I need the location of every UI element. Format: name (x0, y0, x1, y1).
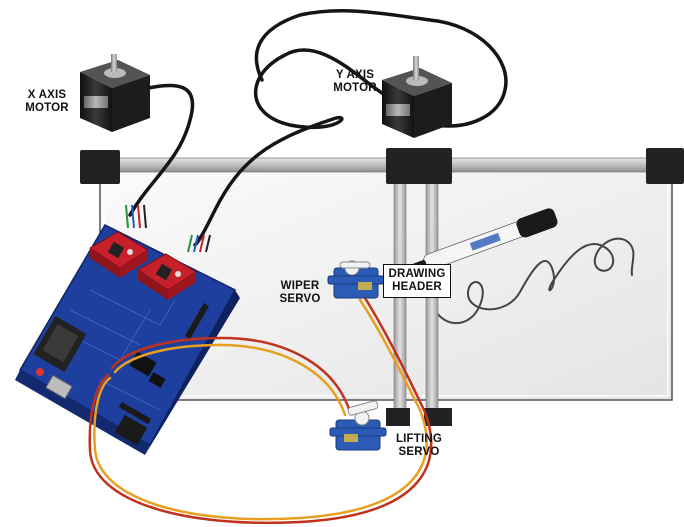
lifting-servo-cable-orange (113, 343, 347, 417)
wiper-servo-cable-red (88, 296, 433, 525)
label-drawing-header: DRAWING HEADER (383, 264, 451, 298)
power-jack (114, 414, 148, 446)
label-x-axis-motor: X AXIS MOTOR (16, 89, 78, 115)
stepper-driver-x (89, 231, 149, 278)
lifting-servo-cable-red (110, 336, 352, 414)
label-lifting-servo-line2: SERVO (398, 446, 440, 458)
usb-port (45, 374, 73, 400)
carriage-bottom-left (386, 408, 410, 426)
label-y-axis-motor-line2: MOTOR (333, 82, 377, 94)
bracket-top-left (80, 150, 120, 184)
label-drawing-header-line2: HEADER (392, 281, 442, 293)
driver-wires (125, 204, 211, 253)
label-lifting-servo: LIFTING SERVO (388, 433, 450, 459)
y-axis-motor (382, 56, 452, 138)
y-motor-cable (193, 48, 387, 247)
wiper-servo-cable-orange (93, 298, 428, 521)
drawn-scribble (429, 237, 635, 325)
label-x-axis-motor-line2: MOTOR (25, 102, 69, 114)
label-y-axis-motor: Y AXIS MOTOR (325, 69, 385, 95)
y-motor-cable-loop (254, 8, 508, 128)
carriage-bottom-right (424, 408, 452, 426)
label-drawing-header-line1: DRAWING (388, 268, 446, 280)
label-lifting-servo-line1: LIFTING (395, 433, 443, 445)
x-axis-motor (80, 54, 150, 132)
bracket-top-right (646, 148, 684, 184)
label-wiper-servo-line1: WIPER (280, 280, 320, 292)
label-y-axis-motor-line1: Y AXIS (335, 69, 375, 81)
label-x-axis-motor-line1: X AXIS (27, 89, 67, 101)
whiteboard-marker (412, 208, 558, 272)
frame-brackets (80, 148, 684, 426)
stepper-driver-y (137, 253, 197, 300)
label-wiper-servo-line2: SERVO (279, 293, 321, 305)
stepper-drivers (89, 231, 197, 300)
wiper-servo (327, 260, 385, 299)
carriage-top (386, 148, 452, 184)
lifting-servo (329, 400, 387, 451)
motor-cables (128, 8, 508, 247)
servo-cables (88, 296, 433, 525)
x-motor-cable (128, 83, 195, 217)
label-wiper-servo: WIPER SERVO (272, 280, 328, 306)
